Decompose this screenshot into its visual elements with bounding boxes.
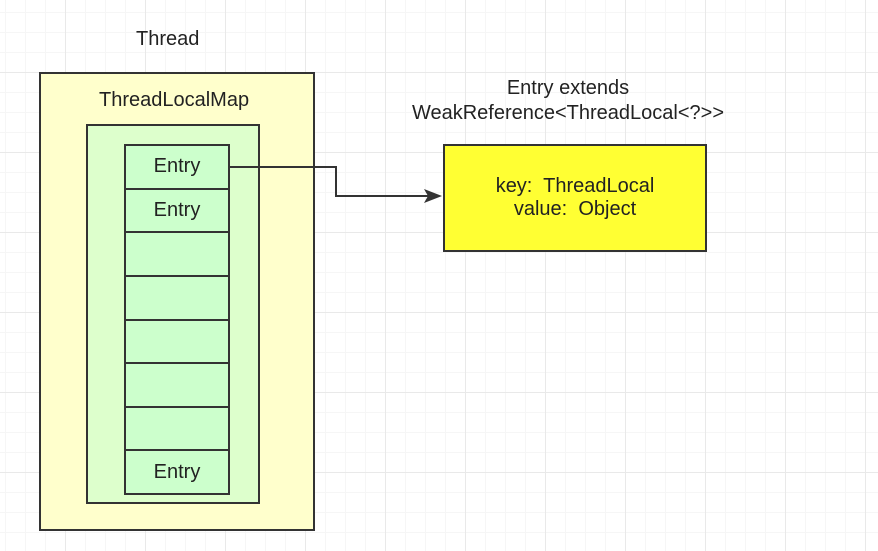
threadlocalmap-label: ThreadLocalMap xyxy=(99,89,250,111)
weakreference-line: WeakReference<ThreadLocal<?>> xyxy=(411,102,725,124)
entry-extends-line: Entry extends xyxy=(506,77,630,99)
key-field: key: ThreadLocal xyxy=(495,175,655,197)
entry-extends-label: Entry extends WeakReference<ThreadLocal<… xyxy=(405,76,731,126)
entry-detail-box: key: ThreadLocal value: Object xyxy=(443,144,707,252)
entry-table: Entry Entry Entry xyxy=(124,144,230,495)
thread-label: Thread xyxy=(136,28,200,50)
entry-cell xyxy=(126,408,228,452)
arrow-connector xyxy=(230,166,428,197)
entry-cell: Entry xyxy=(126,146,228,190)
entry-cell: Entry xyxy=(153,460,201,483)
entry-cell: Entry xyxy=(126,190,228,234)
entry-cell xyxy=(126,277,228,321)
entry-cell xyxy=(126,321,228,365)
arrow-head xyxy=(424,189,442,203)
entry-cell xyxy=(126,233,228,277)
entry-cell xyxy=(126,364,228,408)
value-field: value: Object xyxy=(513,198,637,220)
